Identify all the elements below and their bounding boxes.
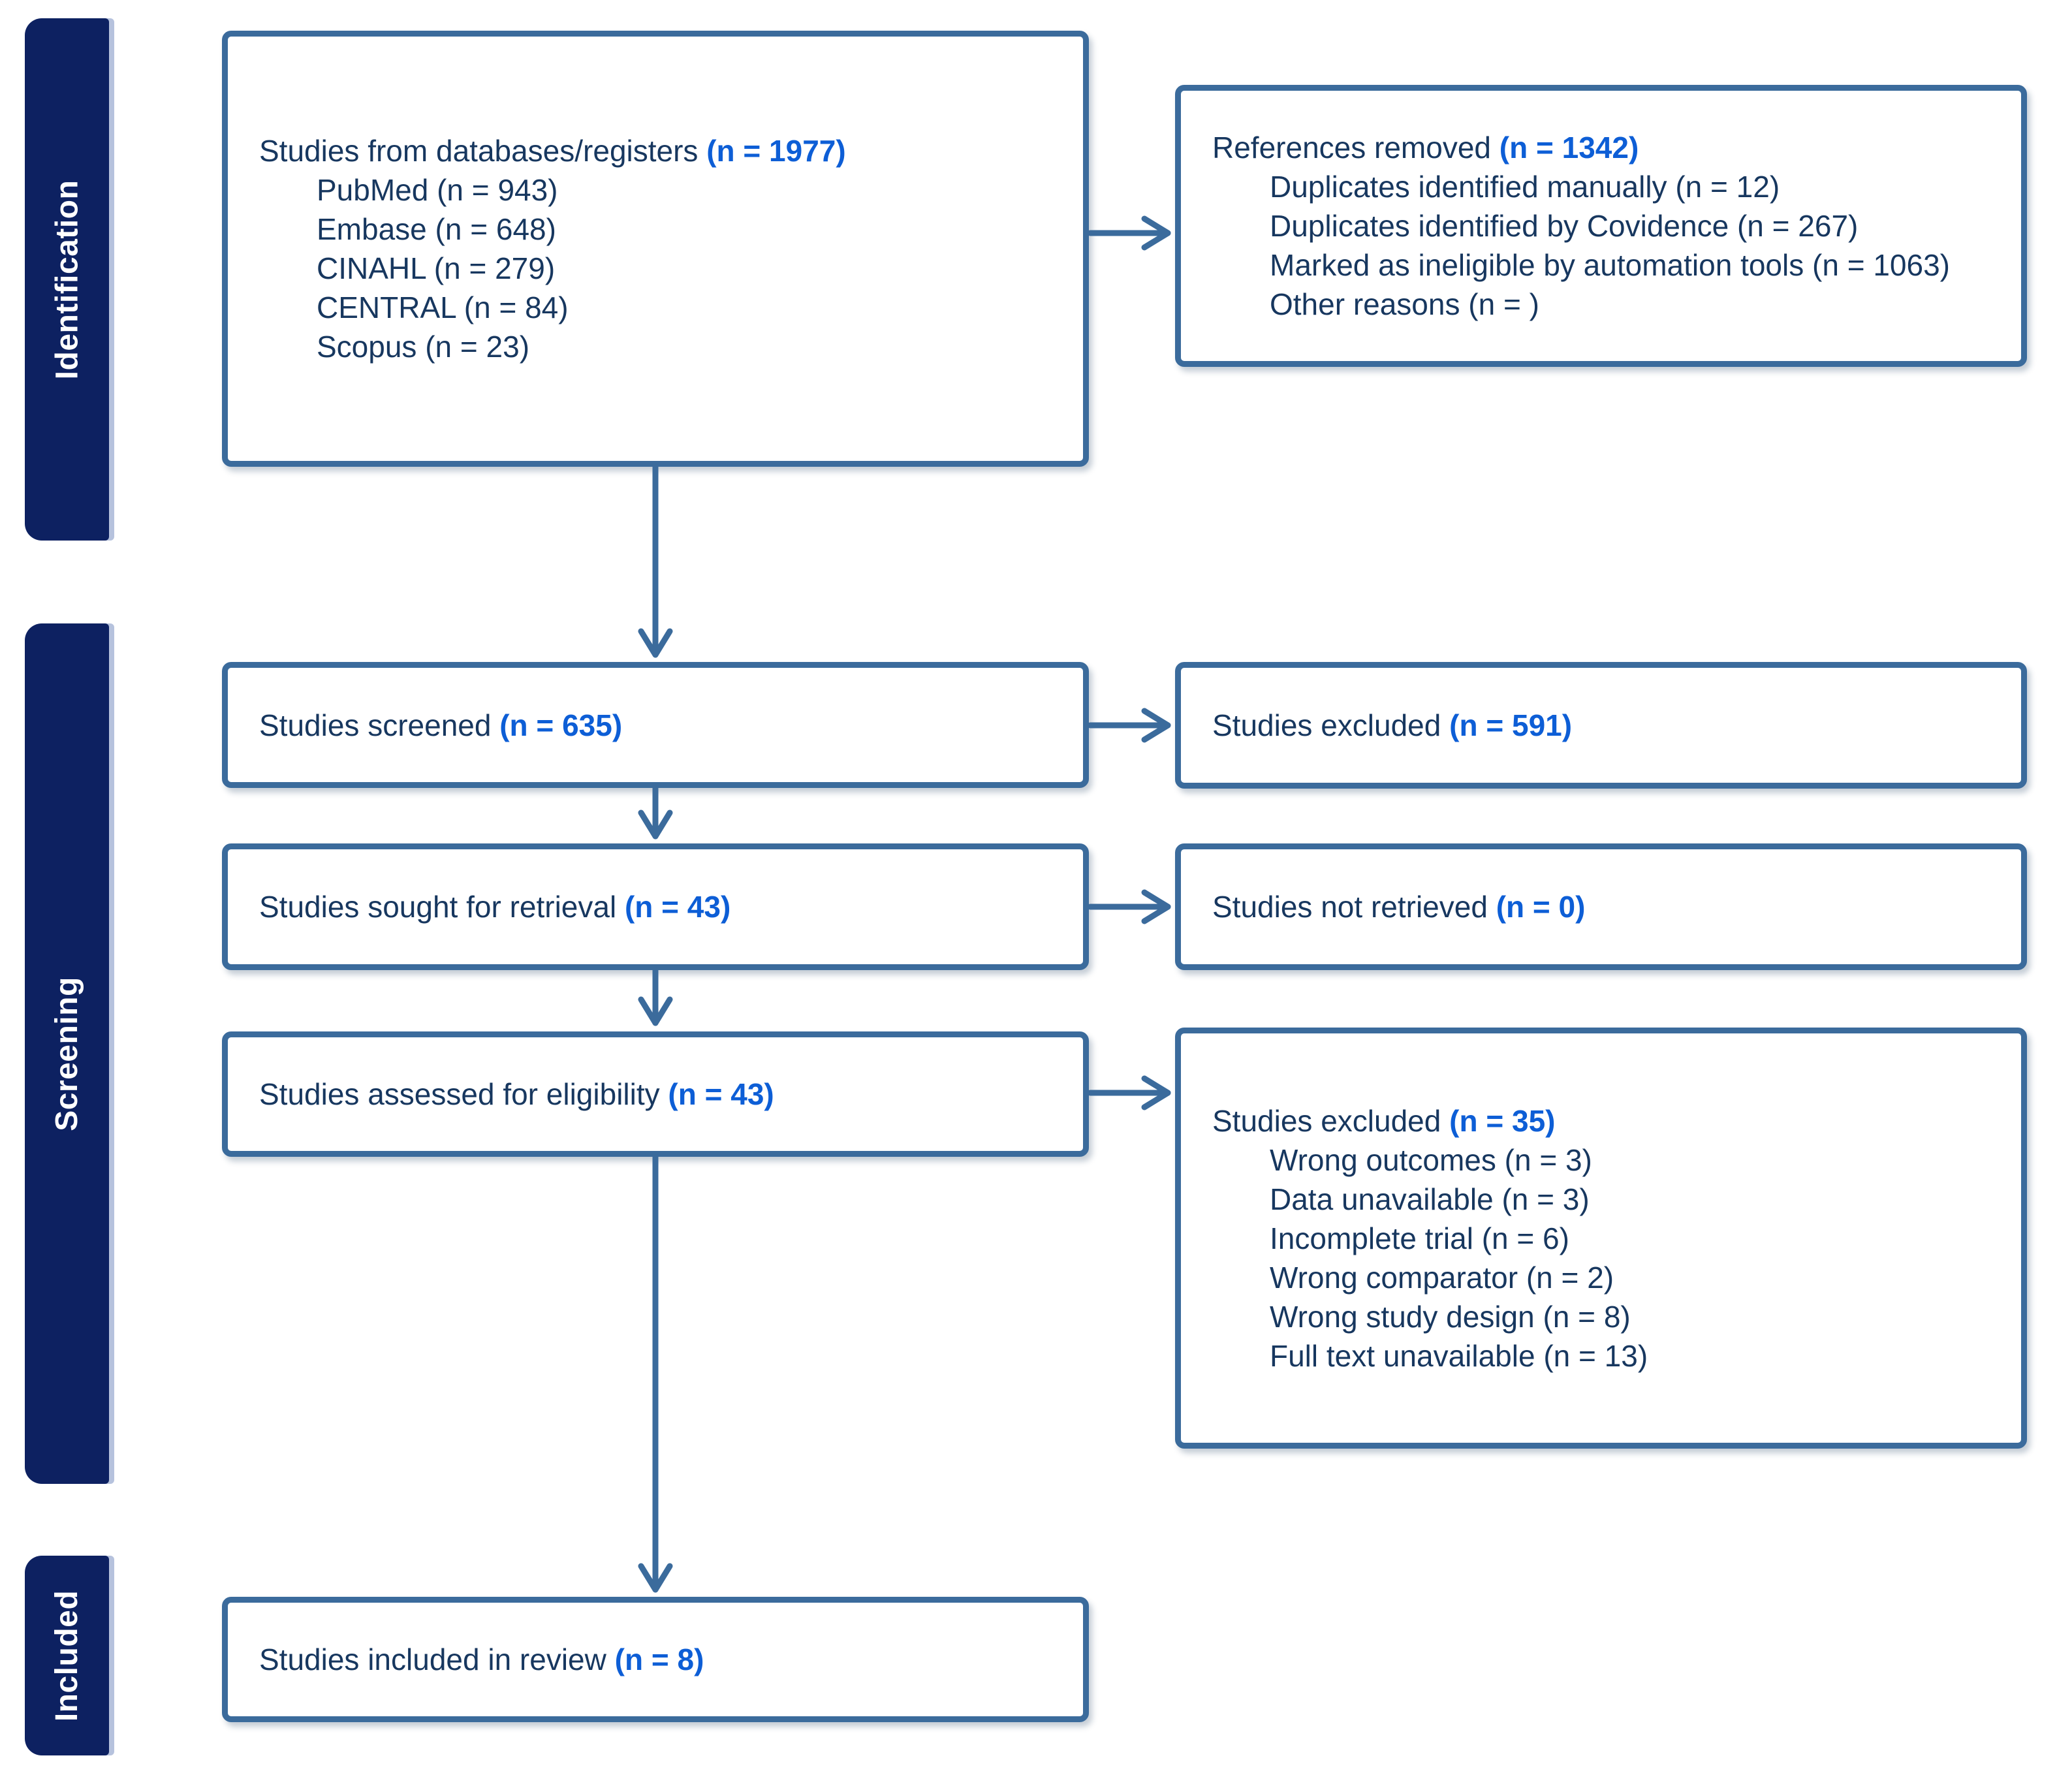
sidebar-screening: Screening xyxy=(25,623,109,1484)
sidebar-screening-label: Screening xyxy=(50,976,85,1131)
box-title: Studies included in review (n = 8) xyxy=(259,1640,1060,1679)
box-title: Studies sought for retrieval (n = 43) xyxy=(259,887,1060,926)
arrow-right-screened-to-excluded-icon xyxy=(1087,708,1171,743)
box-studies-not-retrieved: Studies not retrieved (n = 0) xyxy=(1175,843,2027,970)
list-item: Data unavailable (n = 3) xyxy=(1270,1182,1590,1216)
list-item: CINAHL (n = 279) xyxy=(317,251,556,285)
list-item: Wrong study design (n = 8) xyxy=(1270,1299,1631,1334)
list-item: Scopus (n = 23) xyxy=(317,330,530,364)
list-item: Embase (n = 648) xyxy=(317,212,556,246)
box-label: Studies excluded xyxy=(1212,708,1441,742)
box-title: References removed (n = 1342) xyxy=(1212,128,1998,167)
box-studies-assessed-eligibility: Studies assessed for eligibility (n = 43… xyxy=(222,1031,1089,1157)
box-studies-from-databases: Studies from databases/registers (n = 19… xyxy=(222,31,1089,467)
box-label: Studies not retrieved xyxy=(1212,890,1488,924)
box-label: Studies assessed for eligibility xyxy=(259,1077,660,1111)
box-label: Studies included in review xyxy=(259,1643,606,1676)
box-studies-excluded-screening: Studies excluded (n = 591) xyxy=(1175,662,2027,789)
sidebar-identification-label: Identification xyxy=(50,180,85,379)
box-label: Studies sought for retrieval xyxy=(259,890,617,924)
box-items: Wrong outcomes (n = 3) Data unavailable … xyxy=(1212,1140,1998,1375)
box-count: (n = 35) xyxy=(1449,1103,1556,1138)
box-label: References removed xyxy=(1212,131,1491,165)
box-title: Studies excluded (n = 35) xyxy=(1212,1101,1998,1140)
list-item: Duplicates identified manually (n = 12) xyxy=(1270,170,1780,204)
list-item: Incomplete trial (n = 6) xyxy=(1270,1221,1569,1255)
box-studies-sought-retrieval: Studies sought for retrieval (n = 43) xyxy=(222,843,1089,970)
box-count: (n = 8) xyxy=(614,1643,704,1676)
box-count: (n = 1977) xyxy=(706,134,846,168)
list-item: Full text unavailable (n = 13) xyxy=(1270,1338,1648,1373)
list-item: Wrong comparator (n = 2) xyxy=(1270,1260,1614,1295)
box-label: Studies screened xyxy=(259,708,492,742)
box-title: Studies screened (n = 635) xyxy=(259,706,1060,745)
box-studies-excluded-eligibility: Studies excluded (n = 35) Wrong outcomes… xyxy=(1175,1028,2027,1449)
box-count: (n = 591) xyxy=(1449,708,1573,742)
sidebar-included-label: Included xyxy=(50,1590,84,1721)
box-label: Studies from databases/registers xyxy=(259,134,699,168)
box-title: Studies from databases/registers (n = 19… xyxy=(259,131,1060,170)
box-title: Studies assessed for eligibility (n = 43… xyxy=(259,1075,1060,1114)
arrow-down-databases-to-screened-icon xyxy=(638,464,673,658)
list-item: Marked as ineligible by automation tools… xyxy=(1270,248,1950,282)
list-item: CENTRAL (n = 84) xyxy=(317,291,569,324)
box-studies-included-review: Studies included in review (n = 8) xyxy=(222,1597,1089,1722)
box-references-removed: References removed (n = 1342) Duplicates… xyxy=(1175,85,2027,367)
list-item: Duplicates identified by Covidence (n = … xyxy=(1270,209,1859,243)
box-count: (n = 1342) xyxy=(1499,131,1639,165)
box-items: Duplicates identified manually (n = 12) … xyxy=(1212,167,1998,324)
sidebar-included: Included xyxy=(25,1556,109,1755)
box-count: (n = 43) xyxy=(624,890,731,924)
box-title: Studies excluded (n = 591) xyxy=(1212,706,1998,745)
arrow-right-assessed-to-excluded-icon xyxy=(1087,1075,1171,1110)
box-count: (n = 43) xyxy=(668,1077,774,1111)
box-count: (n = 0) xyxy=(1496,890,1586,924)
list-item: Wrong outcomes (n = 3) xyxy=(1270,1142,1592,1177)
list-item: PubMed (n = 943) xyxy=(317,173,558,207)
list-item: Other reasons (n = ) xyxy=(1270,287,1539,321)
arrow-right-sought-to-not-retrieved-icon xyxy=(1087,889,1171,924)
box-label: Studies excluded xyxy=(1212,1103,1441,1138)
arrow-right-databases-to-references-removed-icon xyxy=(1087,215,1171,251)
arrow-down-sought-to-assessed-icon xyxy=(638,967,673,1026)
box-count: (n = 635) xyxy=(499,708,623,742)
arrow-down-screened-to-sought-icon xyxy=(638,785,673,840)
box-title: Studies not retrieved (n = 0) xyxy=(1212,887,1998,926)
sidebar-identification: Identification xyxy=(25,18,109,541)
box-items: PubMed (n = 943) Embase (n = 648) CINAHL… xyxy=(259,170,1060,366)
arrow-down-assessed-to-included-icon xyxy=(638,1152,673,1593)
box-studies-screened: Studies screened (n = 635) xyxy=(222,662,1089,788)
